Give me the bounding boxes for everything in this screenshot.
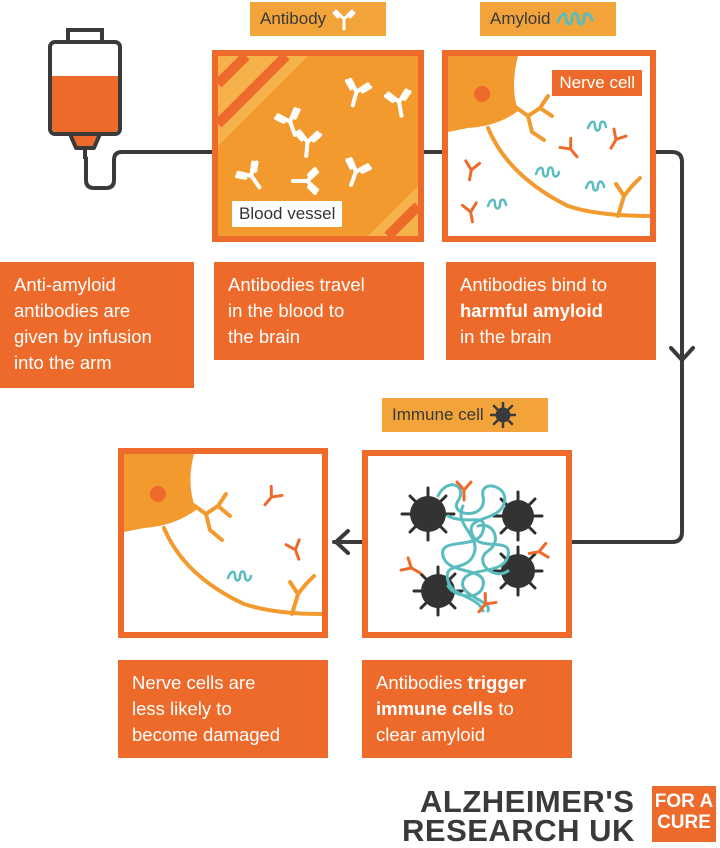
caption-trigger-plain-2: to (493, 698, 514, 719)
caption-bind-bold: harmful amyloid (460, 300, 603, 321)
caption-infusion-line-4: into the arm (14, 352, 112, 373)
badge-line-2: CURE (657, 812, 711, 833)
immune-cell-label: Immune cell (382, 398, 548, 432)
flow-arrow-left (334, 529, 350, 555)
amyloid-icon (556, 12, 594, 26)
caption-infusion: Anti-amyloid antibodies are given by inf… (0, 262, 194, 388)
caption-infusion-line-3: given by infusion (14, 326, 152, 347)
caption-trigger-bold-1: trigger (467, 672, 527, 693)
caption-nerve: Nerve cells are less likely to become da… (118, 660, 328, 758)
caption-trigger-line-3: clear amyloid (376, 724, 485, 745)
antibody-icon (332, 9, 356, 31)
nerve-cell-tag: Nerve cell (552, 70, 642, 96)
amyloid-label: Amyloid (480, 2, 616, 36)
caption-nerve-line-3: become damaged (132, 724, 281, 745)
blood-vessel-tag: Blood vessel (232, 201, 343, 227)
immune-cell-panel (362, 450, 572, 638)
caption-bind-line-1: Antibodies bind to (460, 274, 608, 295)
nerve-cell-protected-panel (118, 448, 328, 638)
immune-cell-icon (489, 402, 516, 428)
logo-line-2: RESEARCH UK (402, 813, 635, 848)
caption-nerve-line-2: less likely to (132, 698, 232, 719)
caption-travel-line-3: the brain (228, 326, 300, 347)
caption-infusion-line-2: antibodies are (14, 300, 131, 321)
for-a-cure-badge: FOR A CURE (652, 786, 716, 842)
caption-travel: Antibodies travel in the blood to the br… (214, 262, 424, 360)
flow-arrow-down (669, 346, 695, 362)
caption-travel-line-1: Antibodies travel (228, 274, 365, 295)
badge-line-1: FOR A (654, 791, 714, 812)
caption-trigger: Antibodies trigger immune cells to clear… (362, 660, 572, 758)
caption-travel-line-2: in the blood to (228, 300, 345, 321)
antibody-label: Antibody (250, 2, 386, 36)
iv-bag-icon (48, 28, 122, 159)
antibody-label-text: Antibody (260, 9, 327, 28)
protected-nerve-illustration (124, 454, 322, 616)
nerve-cell-amyloid-panel: Nerve cell (442, 50, 656, 242)
immune-clearing-illustration (399, 480, 550, 617)
immune-cell-label-text: Immune cell (392, 405, 484, 424)
caption-trigger-plain-1: Antibodies (376, 672, 468, 693)
logo-line-1: ALZHEIMER'S (420, 784, 635, 819)
caption-trigger-bold-2: immune cells (376, 698, 494, 719)
caption-infusion-line-1: Anti-amyloid (14, 274, 116, 295)
blood-vessel-illustration (218, 56, 418, 236)
amyloid-label-text: Amyloid (490, 9, 551, 28)
blood-vessel-panel: Blood vessel (212, 50, 424, 242)
caption-nerve-line-1: Nerve cells are (132, 672, 256, 693)
caption-bind: Antibodies bind to harmful amyloid in th… (446, 262, 656, 360)
nerve-cell-illustration (448, 56, 650, 224)
caption-bind-line-3: in the brain (460, 326, 552, 347)
